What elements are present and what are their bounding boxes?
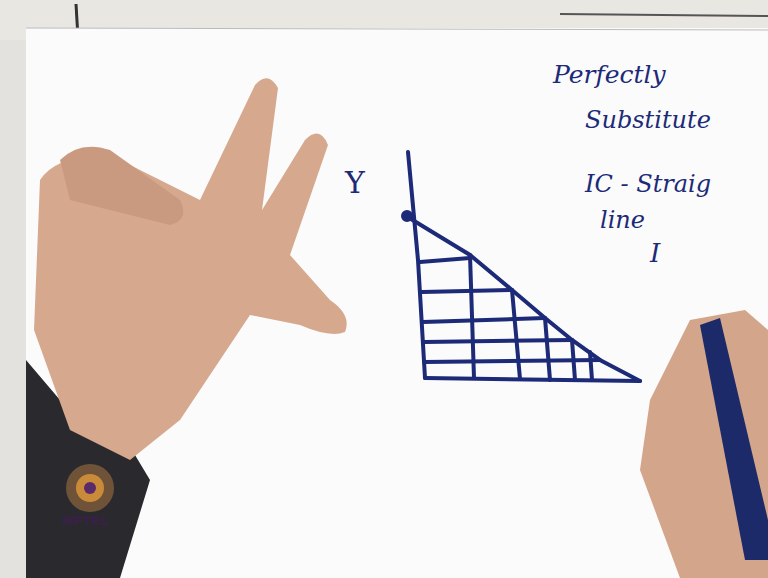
grid-line	[420, 258, 470, 262]
indifference-line	[406, 216, 640, 381]
x-axis	[425, 378, 640, 381]
left-hand	[26, 78, 347, 578]
marker-pen	[700, 318, 768, 560]
grid-line	[572, 340, 575, 380]
note-text: line	[600, 208, 645, 232]
note-text: IC - Straig	[585, 172, 711, 196]
back-sheet-line	[560, 14, 768, 16]
right-hand	[640, 310, 768, 578]
grid-line	[590, 352, 592, 380]
paper-sheet	[26, 28, 768, 578]
hand-skin	[34, 78, 347, 460]
grid-line	[424, 340, 572, 342]
hand-skin	[640, 310, 768, 578]
axis-label: Y	[345, 168, 365, 198]
nptel-logo	[66, 464, 114, 512]
note-text: I	[650, 240, 660, 266]
grid-line	[422, 290, 512, 292]
paper-edge	[26, 28, 768, 30]
grid-line	[423, 318, 545, 322]
grid-line	[512, 290, 520, 379]
note-text: Substitute	[585, 108, 711, 132]
grid-line	[545, 318, 550, 380]
y-axis	[408, 152, 425, 378]
logo-text: NPTEL	[62, 514, 108, 527]
finger	[60, 147, 183, 225]
grid-line	[470, 255, 474, 378]
note-text: Perfectly	[553, 62, 666, 87]
intercept-dot	[403, 212, 411, 220]
